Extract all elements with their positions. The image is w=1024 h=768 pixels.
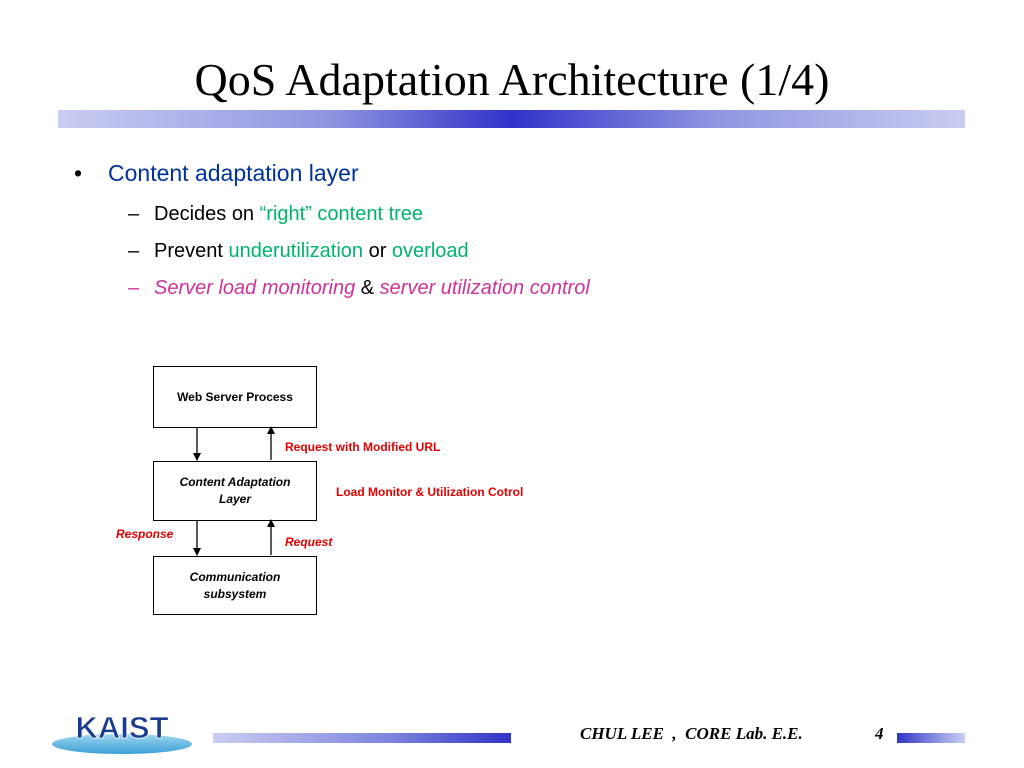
sub-bullet-3: –Server load monitoring & server utiliza… [128, 277, 590, 300]
footer-author: CHUL LEE , CORE Lab. E.E. [580, 724, 803, 743]
content-adaptation-layer-label: Content Adaptation Layer [179, 475, 291, 506]
bullet-marker: • [74, 160, 83, 186]
sub-bullet-highlight: server utilization control [379, 277, 590, 299]
web-server-process-label: Web Server Process [177, 389, 293, 404]
sub-bullet-text: Decides on [154, 203, 260, 225]
content-adaptation-layer-box: Content Adaptation Layer [153, 461, 317, 521]
footer-left-bar [213, 733, 511, 743]
sub-bullet-dash: – [128, 240, 140, 262]
response-label: Response [116, 527, 174, 541]
bullet-main-text: Content adaptation layer [108, 160, 359, 186]
title-underline-bar [58, 110, 965, 128]
request-modified-url-label: Request with Modified URL [285, 440, 441, 454]
sub-bullet-2: –Prevent underutilization or overload [128, 240, 469, 263]
sub-bullet-text: Prevent [154, 240, 229, 262]
sub-bullet-connector: & [355, 277, 380, 299]
sub-bullet-dash: – [128, 203, 140, 225]
footer-right-bar [897, 733, 965, 743]
request-label: Request [285, 535, 333, 549]
bullet-list: •Content adaptation layer –Decides on “r… [0, 0, 1024, 320]
kaist-logo-wordmark: KAIST [76, 710, 169, 745]
web-server-process-box: Web Server Process [153, 366, 317, 428]
sub-bullet-highlight: overload [391, 240, 469, 262]
slide-title: QoS Adaptation Architecture (1/4) [194, 54, 830, 105]
sub-bullet-connector: or [363, 240, 392, 262]
communication-subsystem-label: Communication subsystem [189, 569, 281, 601]
sub-bullet-highlight: Server load monitoring [154, 277, 356, 299]
load-monitor-label: Load Monitor & Utilization Cotrol [336, 485, 524, 499]
bullet-main: • Content adaptation layer [74, 160, 359, 187]
communication-subsystem-box: Communication subsystem [153, 556, 317, 615]
sub-bullet-highlight: “right” content tree [259, 203, 424, 225]
page-number: 4 [875, 724, 884, 743]
sub-bullet-1: –Decides on “right” content tree [128, 203, 423, 226]
sub-bullet-dash: – [128, 277, 140, 299]
kaist-logo: KAIST [52, 710, 192, 754]
kaist-logo-swoosh [52, 734, 192, 754]
sub-bullet-highlight: underutilization [228, 240, 364, 262]
